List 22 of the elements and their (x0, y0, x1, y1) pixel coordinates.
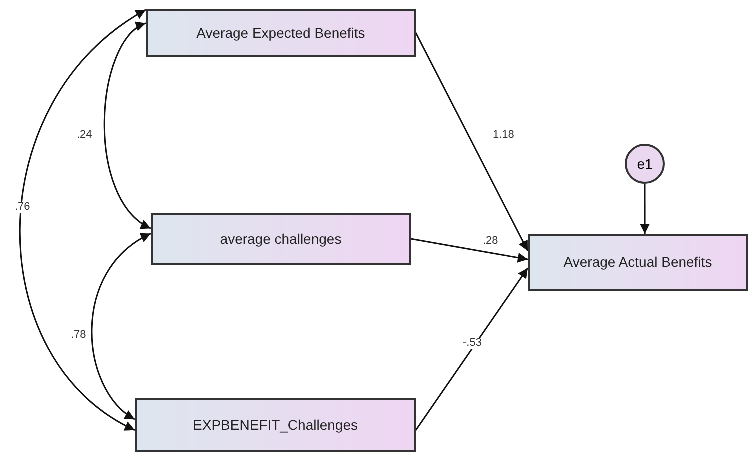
arrow (410, 238, 528, 263)
variable-box (151, 213, 411, 265)
node-label: average challenges (220, 230, 342, 249)
edge-label: .78 (70, 330, 88, 341)
arrow (415, 268, 529, 431)
node-label: EXPBENEFIT_Challenges (193, 416, 358, 435)
arrow (19, 9, 146, 432)
node-label: Average Expected Benefits (196, 24, 366, 43)
edge-label: -.53 (462, 338, 483, 349)
arrow (415, 32, 529, 252)
edge-label: .76 (14, 202, 32, 213)
arrow (640, 184, 650, 234)
edge-label: .28 (482, 236, 500, 247)
variable-box (146, 9, 416, 57)
arrow (104, 22, 152, 230)
edge-label: .24 (76, 130, 94, 141)
arrow (91, 233, 152, 420)
variable-box (528, 234, 748, 291)
edge-label: 1.18 (492, 130, 516, 141)
node-label: e1 (637, 154, 653, 174)
variable-box (135, 398, 416, 452)
node-label: Average Actual Benefits (564, 253, 712, 272)
